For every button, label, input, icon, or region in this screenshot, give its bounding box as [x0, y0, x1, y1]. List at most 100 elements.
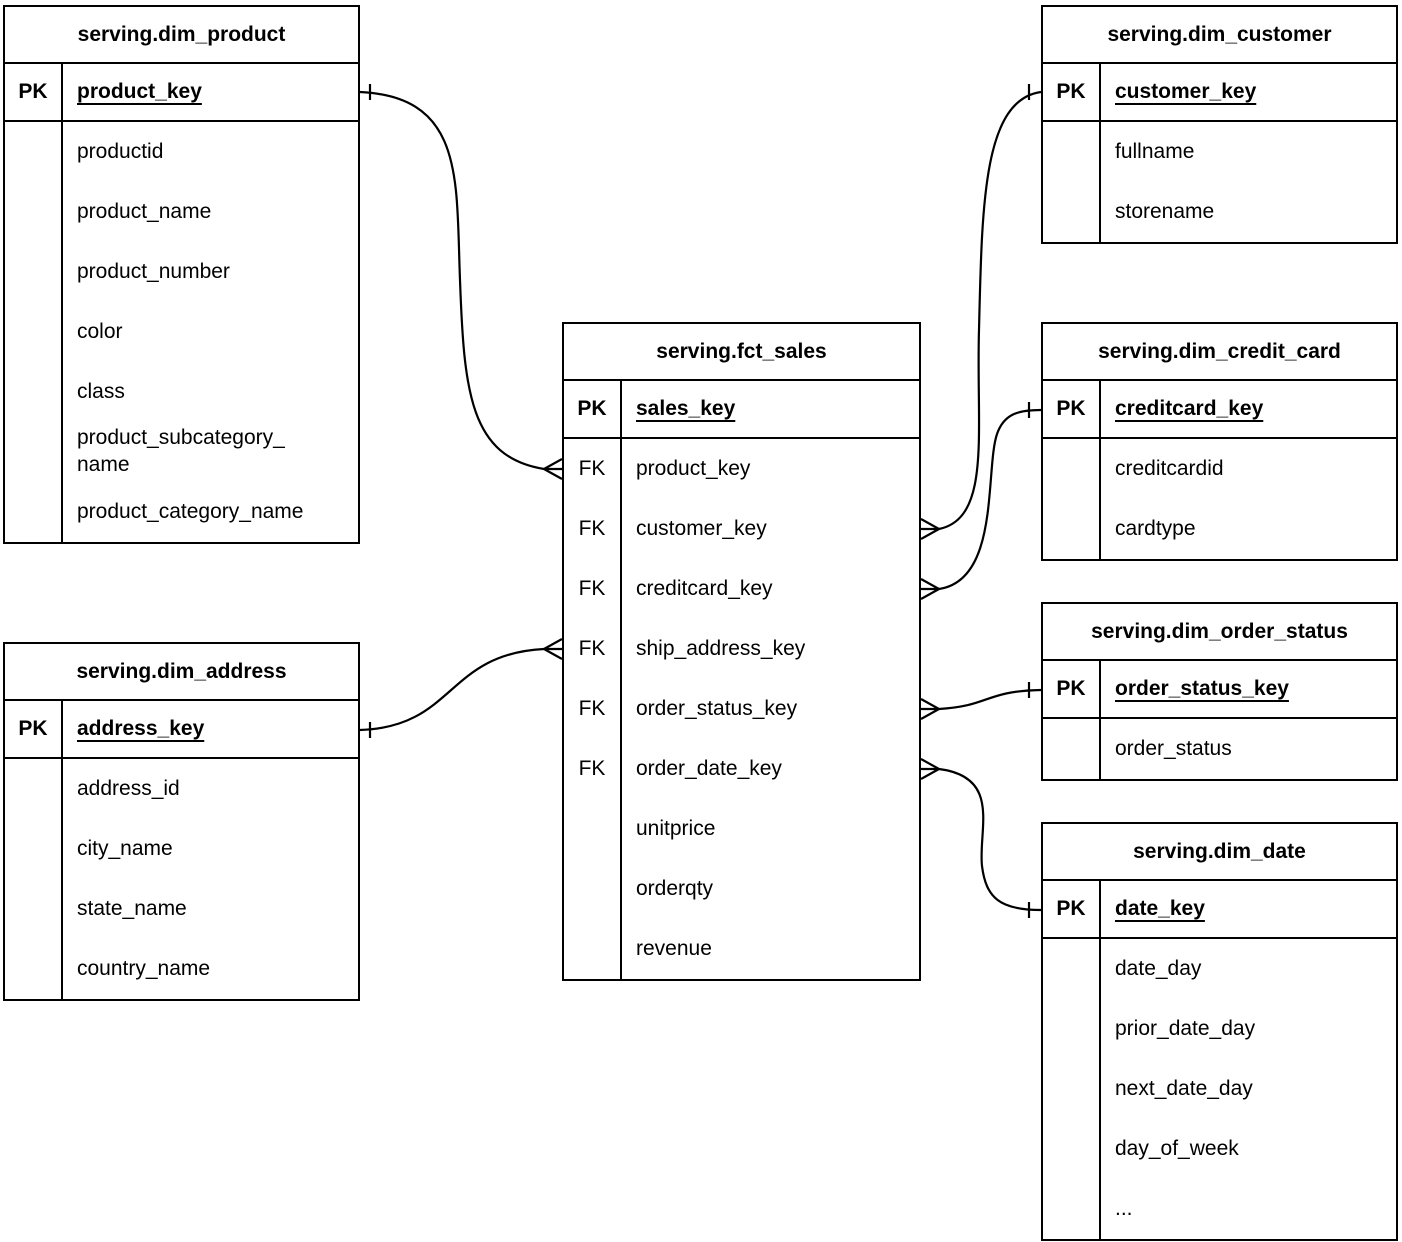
key-tag [1043, 719, 1101, 779]
relationship-sales-customer [920, 84, 1042, 540]
fk-tag: FK [564, 499, 622, 559]
field-name: customer_key [636, 516, 767, 540]
key-tag [564, 919, 622, 979]
relationship-sales-date [920, 758, 1042, 918]
pk-field-name: order_status_key [1115, 676, 1289, 700]
pk-row: PK sales_key [564, 381, 919, 439]
table-row: city_name [5, 819, 358, 879]
pk-row: PK date_key [1043, 881, 1396, 939]
field-name: country_name [77, 956, 211, 980]
key-tag: PK [1043, 64, 1101, 120]
key-tag [564, 859, 622, 919]
field-name: date_day [1115, 956, 1202, 980]
key-tag [564, 799, 622, 859]
key-tag [5, 939, 63, 999]
field-name: unitprice [636, 816, 716, 840]
fk-tag: FK [564, 439, 622, 499]
table-dim-address: serving.dim_address PK address_key addre… [3, 642, 360, 1001]
field-name: orderqty [636, 876, 714, 900]
field-name: order_status_key [636, 696, 798, 720]
table-row: state_name [5, 879, 358, 939]
table-row: product_name [5, 182, 358, 242]
table-row: next_date_day [1043, 1059, 1396, 1119]
field-name: product_key [636, 456, 751, 480]
table-dim-product: serving.dim_product PK product_key produ… [3, 5, 360, 544]
key-tag: PK [5, 64, 63, 120]
key-tag [5, 819, 63, 879]
key-tag [5, 302, 63, 362]
table-title: serving.dim_date [1043, 824, 1396, 881]
many-marker [920, 758, 940, 780]
relationship-sales-credit-card [920, 402, 1042, 600]
field-name: prior_date_day [1115, 1016, 1256, 1040]
key-tag [5, 482, 63, 542]
pk-row: PK creditcard_key [1043, 381, 1396, 439]
table-row: order_status [1043, 719, 1396, 779]
field-name: class [77, 379, 125, 403]
key-tag [1043, 939, 1101, 999]
relationship-sales-address [359, 638, 563, 738]
table-row: class [5, 362, 358, 422]
field-name: day_of_week [1115, 1136, 1239, 1160]
field-name: ship_address_key [636, 636, 806, 660]
field-name: product_category_name [77, 499, 304, 523]
pk-row: PK product_key [5, 64, 358, 122]
table-row: orderqty [564, 859, 919, 919]
table-row: ... [1043, 1179, 1396, 1239]
table-dim-order-status: serving.dim_order_status PK order_status… [1041, 602, 1398, 781]
fk-tag: FK [564, 619, 622, 679]
table-row: FK creditcard_key [564, 559, 919, 619]
table-dim-date: serving.dim_date PK date_key date_day pr… [1041, 822, 1398, 1241]
many-marker [920, 578, 940, 600]
table-row: prior_date_day [1043, 999, 1396, 1059]
field-name: product_subcategory_ name [77, 426, 285, 476]
table-title: serving.dim_order_status [1043, 604, 1396, 661]
key-tag [5, 122, 63, 182]
field-name: order_status [1115, 736, 1232, 760]
table-row: product_subcategory_ name [5, 422, 358, 482]
key-tag [1043, 1119, 1101, 1179]
key-tag [1043, 439, 1101, 499]
table-row: unitprice [564, 799, 919, 859]
table-row: revenue [564, 919, 919, 979]
field-name: storename [1115, 199, 1215, 223]
key-tag: PK [564, 381, 622, 437]
field-name: product_number [77, 259, 230, 283]
key-tag [5, 182, 63, 242]
table-fct-sales: serving.fct_sales PK sales_key FK produc… [562, 322, 921, 981]
key-tag [1043, 1179, 1101, 1239]
table-row: FK order_status_key [564, 679, 919, 739]
table-title: serving.dim_customer [1043, 7, 1396, 64]
field-name: fullname [1115, 139, 1195, 163]
table-dim-credit-card: serving.dim_credit_card PK creditcard_ke… [1041, 322, 1398, 561]
field-name: creditcardid [1115, 456, 1224, 480]
field-name: city_name [77, 836, 173, 860]
key-tag [1043, 999, 1101, 1059]
key-tag: PK [1043, 381, 1101, 437]
table-title: serving.dim_credit_card [1043, 324, 1396, 381]
pk-row: PK customer_key [1043, 64, 1396, 122]
field-name: color [77, 319, 123, 343]
key-tag [5, 759, 63, 819]
table-row: FK order_date_key [564, 739, 919, 799]
fk-tag: FK [564, 739, 622, 799]
field-name: order_date_key [636, 756, 782, 780]
key-tag [5, 242, 63, 302]
table-row: address_id [5, 759, 358, 819]
many-marker [543, 638, 563, 660]
key-tag: PK [1043, 881, 1101, 937]
table-row: product_number [5, 242, 358, 302]
pk-field-name: address_key [77, 716, 205, 740]
table-title: serving.fct_sales [564, 324, 919, 381]
table-row: color [5, 302, 358, 362]
key-tag [5, 362, 63, 422]
table-row: FK customer_key [564, 499, 919, 559]
table-title: serving.dim_product [5, 7, 358, 64]
fk-tag: FK [564, 679, 622, 739]
pk-row: PK address_key [5, 701, 358, 759]
relationship-sales-order-status [920, 682, 1042, 720]
table-dim-customer: serving.dim_customer PK customer_key ful… [1041, 5, 1398, 244]
key-tag [1043, 499, 1101, 559]
key-tag [5, 879, 63, 939]
